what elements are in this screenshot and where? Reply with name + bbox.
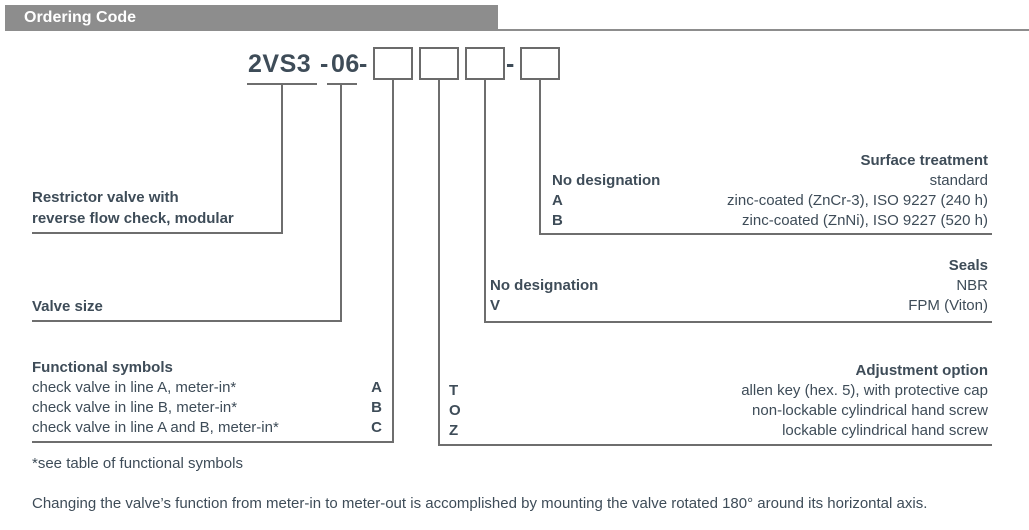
seals-desc: NBR bbox=[956, 277, 988, 294]
functional-symbol-code: A bbox=[371, 379, 382, 396]
functional-symbol-desc: check valve in line A, meter-in* bbox=[32, 379, 237, 396]
seals-row: V FPM (Viton) bbox=[490, 296, 988, 316]
surface-treatment-desc: zinc-coated (ZnNi), ISO 9227 (520 h) bbox=[742, 212, 988, 229]
code-box-surface-treatment bbox=[520, 47, 560, 80]
connector-functional-symbols bbox=[392, 80, 394, 443]
code-box-seals bbox=[465, 47, 505, 80]
connector-adjustment-option bbox=[438, 80, 440, 446]
functional-symbol-code: B bbox=[371, 399, 382, 416]
functional-symbols-row: check valve in line A, meter-in* A bbox=[32, 378, 382, 398]
adjustment-option-row: T allen key (hex. 5), with protective ca… bbox=[449, 381, 988, 401]
code-size: 06 bbox=[331, 50, 360, 78]
functional-symbol-desc: check valve in line A and B, meter-in* bbox=[32, 419, 279, 436]
surface-treatment-desc: standard bbox=[929, 172, 988, 189]
restrictor-label-line1: Restrictor valve with bbox=[32, 189, 179, 206]
connector-surface-treatment bbox=[539, 80, 541, 235]
code-dash-2: - bbox=[359, 50, 368, 78]
code-dash-1: - bbox=[320, 50, 329, 78]
header-rule bbox=[498, 29, 1029, 31]
connector-valve-size bbox=[340, 84, 342, 322]
page-title: Ordering Code bbox=[24, 9, 137, 26]
functional-symbols-title: Functional symbols bbox=[32, 359, 173, 376]
rule-seals bbox=[484, 321, 992, 323]
code-box-functional-symbol bbox=[373, 47, 413, 80]
restrictor-label-line2: reverse flow check, modular bbox=[32, 210, 234, 227]
surface-treatment-code: B bbox=[552, 212, 563, 229]
valve-size-label: Valve size bbox=[32, 298, 103, 315]
surface-treatment-row: A zinc-coated (ZnCr-3), ISO 9227 (240 h) bbox=[552, 191, 988, 211]
rule-adjustment-option bbox=[438, 444, 992, 446]
seals-row: No designation NBR bbox=[490, 276, 988, 296]
adjustment-option-desc: allen key (hex. 5), with protective cap bbox=[741, 382, 988, 399]
adjustment-option-desc: lockable cylindrical hand screw bbox=[782, 422, 988, 439]
functional-symbols-footnote: *see table of functional symbols bbox=[32, 455, 243, 472]
surface-treatment-section: Surface treatment No designation standar… bbox=[552, 151, 988, 231]
rule-restrictor bbox=[32, 232, 283, 234]
adjustment-option-code: Z bbox=[449, 422, 459, 439]
adjustment-option-row: Z lockable cylindrical hand screw bbox=[449, 421, 988, 441]
adjustment-option-row: O non-lockable cylindrical hand screw bbox=[449, 401, 988, 421]
functional-symbols-section: Functional symbols check valve in line A… bbox=[32, 358, 382, 438]
surface-treatment-desc: zinc-coated (ZnCr-3), ISO 9227 (240 h) bbox=[727, 192, 988, 209]
seals-section: Seals No designation NBR V FPM (Viton) bbox=[490, 256, 988, 316]
surface-treatment-row: B zinc-coated (ZnNi), ISO 9227 (520 h) bbox=[552, 211, 988, 231]
seals-desc: FPM (Viton) bbox=[908, 297, 988, 314]
surface-treatment-code: A bbox=[552, 192, 563, 209]
code-dash-3: - bbox=[506, 50, 515, 78]
adjustment-option-code: T bbox=[449, 382, 459, 399]
rule-surface-treatment bbox=[539, 233, 992, 235]
surface-treatment-row: No designation standard bbox=[552, 171, 988, 191]
code-box-adjustment-option bbox=[419, 47, 459, 80]
rule-functional-symbols bbox=[32, 441, 394, 443]
connector-restrictor bbox=[281, 84, 283, 234]
adjustment-option-title: Adjustment option bbox=[855, 362, 988, 379]
seals-title: Seals bbox=[948, 257, 988, 274]
restrictor-label: Restrictor valve with reverse flow check… bbox=[32, 187, 234, 229]
code-base: 2VS3 bbox=[248, 50, 312, 78]
section-header-bar: Ordering Code bbox=[5, 5, 498, 31]
functional-symbol-desc: check valve in line B, meter-in* bbox=[32, 399, 238, 416]
underline-code-size bbox=[327, 83, 357, 85]
surface-treatment-title: Surface treatment bbox=[860, 152, 988, 169]
seals-code: No designation bbox=[490, 277, 599, 294]
surface-treatment-code: No designation bbox=[552, 172, 661, 189]
meter-out-note: Changing the valve’s function from meter… bbox=[32, 495, 928, 512]
rule-valve-size bbox=[32, 320, 342, 322]
functional-symbols-row: check valve in line A and B, meter-in* C bbox=[32, 418, 382, 438]
adjustment-option-desc: non-lockable cylindrical hand screw bbox=[752, 402, 988, 419]
functional-symbols-row: check valve in line B, meter-in* B bbox=[32, 398, 382, 418]
seals-code: V bbox=[490, 297, 501, 314]
functional-symbol-code: C bbox=[371, 419, 382, 436]
adjustment-option-code: O bbox=[449, 402, 461, 419]
adjustment-option-section: Adjustment option T allen key (hex. 5), … bbox=[449, 361, 988, 441]
connector-seals bbox=[484, 80, 486, 323]
